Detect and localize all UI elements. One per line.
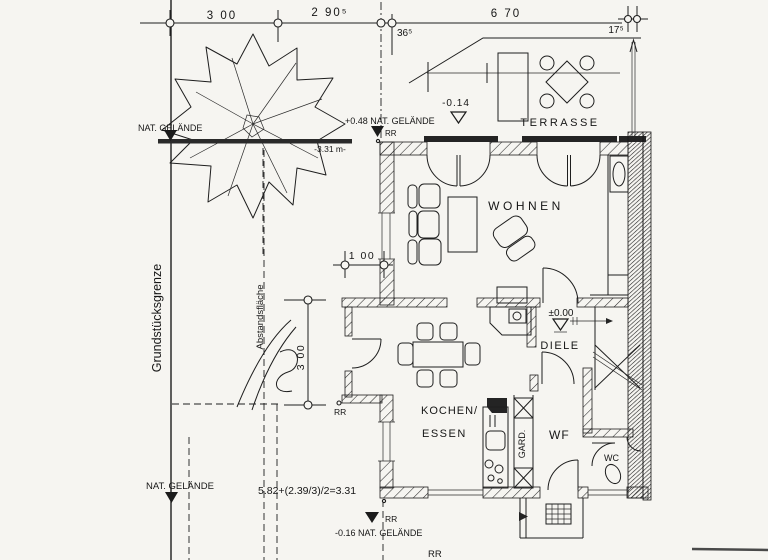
door-kochen-diele	[541, 351, 575, 385]
dim-label-17-5: 17⁵	[608, 25, 623, 36]
grundstuecksgrenze-label: Grundstücksgrenze	[150, 264, 164, 372]
window-bottom-kitchen	[428, 489, 483, 496]
level-symbol-terrace	[449, 111, 468, 125]
terrace-table-set	[539, 55, 595, 109]
dim-label-6-70: 6 70	[491, 8, 521, 20]
handwritten-scribble	[236, 319, 298, 411]
window-left-upper	[378, 212, 395, 260]
french-door-left	[426, 154, 491, 187]
text-labels: 3 00 2 90⁵ 36⁵ 6 70 17⁵ TERRASSE -0.14 +…	[138, 7, 624, 560]
room-label-kochen: KOCHEN/	[421, 405, 478, 417]
doormat	[545, 503, 572, 525]
rr-label-top: RR	[385, 129, 397, 138]
dim-label-2-90-5: 2 90⁵	[311, 7, 348, 19]
tree-branches	[189, 57, 323, 197]
calculation-label: 5.82+(2.39/3)/2=3.31	[258, 485, 356, 497]
entrance-porch	[519, 498, 584, 539]
room-label-wohnen: WOHNEN	[488, 199, 564, 213]
room-label-wc: WC	[604, 453, 619, 463]
terrace	[408, 37, 641, 125]
wardrobe-strip	[513, 395, 534, 489]
interior-walls	[526, 306, 634, 438]
room-label-essen: ESSEN	[422, 428, 467, 440]
dim-label-1-00: 1 00	[349, 250, 375, 262]
dimension-1-00	[333, 251, 393, 278]
nat-gelaende-bottom: NAT. GELÄNDE	[146, 481, 214, 492]
windows	[378, 212, 627, 496]
window-bottom-wc	[588, 489, 627, 496]
doors	[351, 154, 616, 491]
living-room-furniture	[407, 183, 536, 304]
boundary-lines	[170, 0, 768, 560]
exterior-walls	[341, 131, 652, 501]
dim-label-36-5: 36⁵	[397, 28, 412, 39]
level-label-floor: ±0.00	[549, 308, 574, 319]
french-door-right	[536, 154, 601, 187]
dining-set	[397, 322, 481, 388]
dimension-chain-top	[140, 6, 648, 139]
room-label-wf: WF	[549, 428, 570, 442]
level-label-terrace: -0.14	[442, 98, 470, 109]
dimension-3-00-vertical	[284, 295, 326, 410]
staircase	[570, 155, 643, 391]
kitchen-fixtures	[482, 306, 532, 489]
level-label-gel-plus: +0.48 NAT. GELÄNDE	[345, 116, 435, 126]
rr-label-mid: RR	[385, 514, 397, 524]
window-left-lower	[378, 421, 395, 462]
dim-label-3-00-vert: 3 00	[295, 344, 307, 370]
tree	[161, 33, 346, 257]
wc-fixtures	[604, 436, 642, 485]
room-label-gard: GARD.	[517, 430, 527, 459]
level-label-gel-minus: -0.16 NAT. GELÄNDE	[335, 528, 422, 538]
door-wohnen-diele	[542, 267, 579, 304]
level-symbol-floor	[551, 318, 570, 332]
ground-line	[158, 139, 352, 144]
room-label-diele: DIELE	[540, 340, 579, 352]
door-kitchen-bay	[351, 338, 382, 369]
abstandsflaeche-label: Abstandsfläche	[255, 285, 266, 350]
entrance-door-wf	[547, 459, 579, 491]
level-markers	[164, 126, 570, 523]
rr-label-bottom: RR	[428, 549, 442, 560]
door-wc	[591, 442, 616, 467]
rr-label-bay: RR	[334, 407, 346, 417]
room-label-terrasse: TERRASSE	[520, 117, 599, 129]
entrance-arrow	[519, 512, 528, 521]
dim-label-3-00: 3 00	[207, 10, 237, 22]
depth-label: -3.31 m-	[314, 144, 346, 154]
terrace-planter	[497, 52, 529, 122]
stair-direction-arrow	[570, 317, 613, 325]
nat-gelaende-top: NAT. GELÄNDE	[138, 123, 202, 133]
